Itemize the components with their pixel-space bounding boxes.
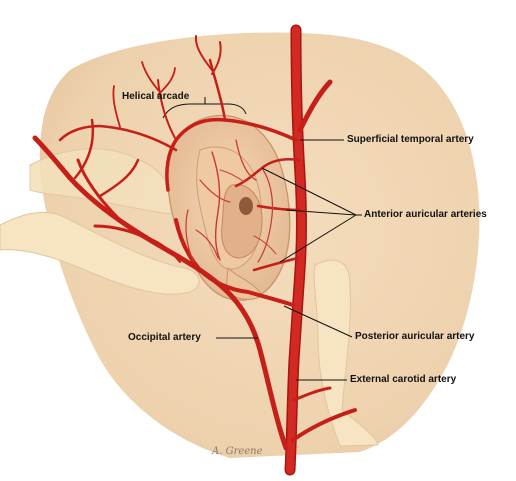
leader-posterior-auricular — [283, 305, 353, 338]
facial-branch — [291, 408, 357, 442]
leader-anterior-auricular-2 — [285, 209, 357, 216]
leader-lines — [204, 97, 362, 381]
sternocleidomastoid-muscle — [313, 259, 379, 447]
artery-network — [32, 24, 357, 476]
label-anterior-auricular-arteries: Anterior auricular arteries — [364, 209, 487, 220]
helical-arcade-bracket — [162, 103, 247, 119]
ear — [167, 114, 291, 301]
label-helical-arcade: Helical arcade — [122, 91, 190, 102]
label-occipital-artery: Occipital artery — [128, 332, 201, 343]
external-carotid-artery-core — [286, 26, 306, 474]
leader-anterior-auricular-3 — [279, 214, 357, 263]
occipital-artery — [32, 135, 289, 451]
label-external-carotid-artery: External carotid artery — [350, 374, 457, 385]
artist-signature: A. Greene — [212, 446, 263, 457]
neck-muscle-band — [0, 211, 200, 295]
label-posterior-auricular-artery: Posterior auricular artery — [355, 331, 475, 342]
leader-anterior-auricular-1 — [261, 167, 357, 216]
anterior-auricular-artery-middle — [256, 204, 302, 212]
ear-canal — [239, 197, 253, 215]
frontal-branch — [297, 79, 333, 133]
label-superficial-temporal-artery: Superficial temporal artery — [347, 134, 474, 145]
anterior-auricular-artery-lower — [252, 256, 300, 272]
concha — [221, 184, 263, 259]
